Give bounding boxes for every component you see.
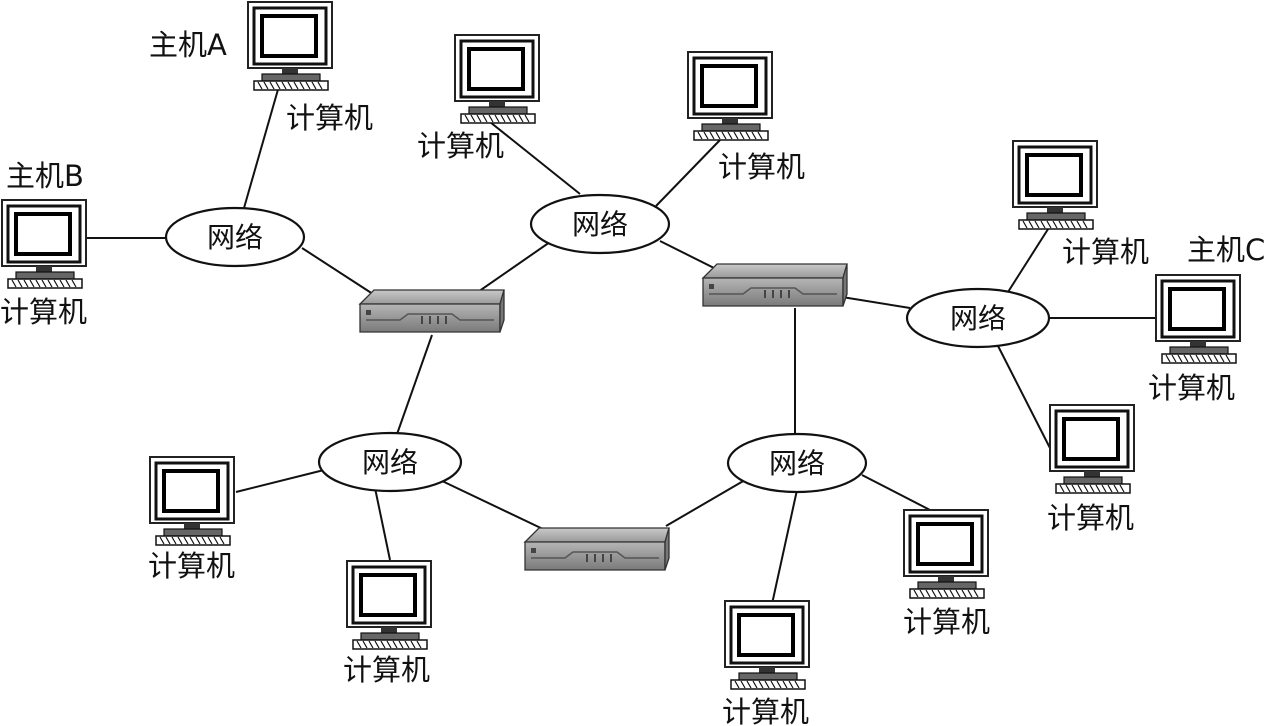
link-net4-router3 bbox=[439, 479, 546, 531]
computer-icon bbox=[1154, 273, 1242, 365]
computer-bottom-right: 计算机 bbox=[902, 508, 990, 639]
computer-top-1: 计算机 bbox=[417, 33, 541, 163]
computer-icon bbox=[1048, 403, 1136, 495]
computer-bottom-left: 计算机 bbox=[343, 559, 433, 687]
link-net5-pc-right bbox=[861, 474, 931, 511]
link-net3-pc-topright bbox=[1007, 225, 1051, 293]
link-net1-router1 bbox=[301, 247, 377, 297]
computer-label: 计算机 bbox=[343, 653, 430, 687]
computer-icon bbox=[1011, 139, 1099, 231]
computer-label: 计算机 bbox=[903, 605, 990, 639]
computer-left: 计算机 bbox=[148, 455, 236, 583]
network-label: 网络 bbox=[769, 447, 825, 480]
computer-icon bbox=[686, 50, 774, 142]
computer-icon bbox=[902, 508, 990, 600]
router-bottom bbox=[524, 527, 670, 571]
link-net2-router2 bbox=[659, 240, 719, 271]
link-net2-pc1 bbox=[489, 121, 581, 195]
computer-label: 计算机 bbox=[0, 295, 87, 329]
network-node-5: 网络 bbox=[726, 432, 868, 494]
computer-icon bbox=[345, 559, 433, 651]
link-net4-pc-bottom bbox=[374, 487, 391, 561]
computer-label: 计算机 bbox=[1148, 371, 1235, 405]
network-node-1: 网络 bbox=[164, 206, 306, 268]
computer-right-top: 计算机 bbox=[1011, 139, 1149, 269]
computer-icon bbox=[723, 599, 811, 691]
link-net5-pc-bottom bbox=[771, 489, 798, 605]
network-node-4: 网络 bbox=[317, 431, 463, 493]
network-node-2: 网络 bbox=[529, 193, 671, 255]
host-c-label: 主机C bbox=[1187, 233, 1265, 267]
computer-label: 计算机 bbox=[286, 101, 373, 135]
connection-lines bbox=[86, 85, 1160, 605]
computer-icon bbox=[246, 0, 334, 92]
computer-host-a: 主机A 计算机 bbox=[149, 0, 373, 135]
computer-label: 计算机 bbox=[148, 549, 235, 583]
computer-right-bottom: 计算机 bbox=[1047, 403, 1136, 535]
host-b-label: 主机B bbox=[6, 159, 84, 193]
computer-bottom-center: 计算机 bbox=[722, 599, 811, 726]
computer-host-b: 主机B 计算机 bbox=[0, 159, 88, 329]
computer-label: 计算机 bbox=[1047, 501, 1134, 535]
network-node-3: 网络 bbox=[905, 287, 1051, 349]
link-hosta-net1 bbox=[243, 85, 280, 209]
computer-label: 计算机 bbox=[1062, 235, 1149, 269]
router-right bbox=[702, 263, 848, 307]
link-router3-net5 bbox=[665, 479, 746, 527]
link-net2-pc2 bbox=[655, 139, 721, 207]
computer-icon bbox=[148, 455, 236, 547]
computer-label: 计算机 bbox=[722, 695, 809, 726]
host-a-label: 主机A bbox=[149, 28, 227, 62]
computer-icon bbox=[0, 198, 88, 290]
link-router1-net4 bbox=[395, 334, 433, 438]
link-net3-pc-right bbox=[995, 341, 1053, 453]
network-label: 网络 bbox=[950, 302, 1006, 335]
computer-top-2: 计算机 bbox=[686, 50, 805, 184]
computer-icon bbox=[453, 33, 541, 125]
link-router1-net2 bbox=[474, 241, 551, 295]
computer-host-c: 主机C 计算机 bbox=[1148, 233, 1265, 405]
network-label: 网络 bbox=[572, 208, 628, 241]
router-left bbox=[359, 289, 505, 333]
computer-label: 计算机 bbox=[718, 150, 805, 184]
computer-label: 计算机 bbox=[417, 129, 504, 163]
network-label: 网络 bbox=[362, 446, 418, 479]
link-net4-pc-left bbox=[235, 469, 325, 493]
network-label: 网络 bbox=[207, 221, 263, 254]
link-router2-net3 bbox=[841, 296, 911, 309]
